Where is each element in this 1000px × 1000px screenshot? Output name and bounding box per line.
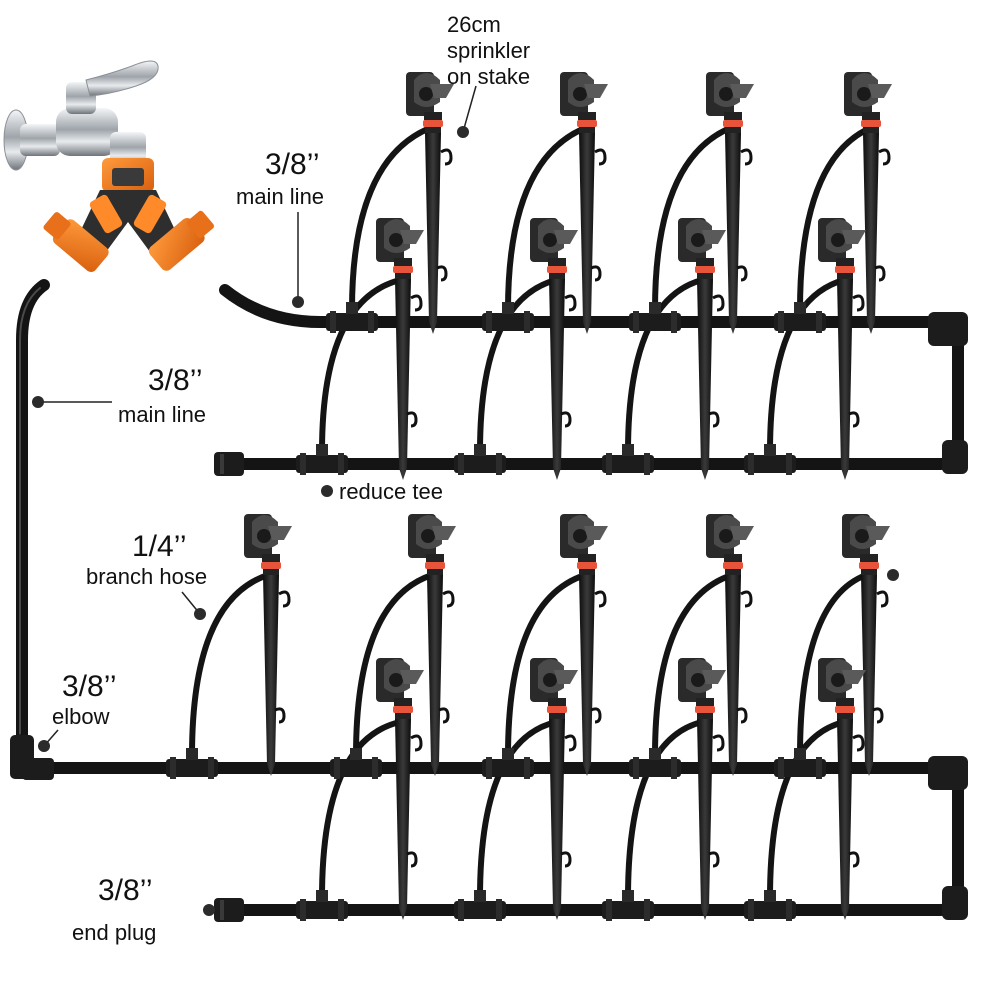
sprinkler-stake-icon	[404, 70, 456, 336]
sprinkler-stake-icon	[558, 70, 610, 336]
main-line-top-size: 3/8’’	[265, 148, 320, 181]
sprinkler-stake-icon	[676, 656, 728, 922]
elbow-fitting-icon	[10, 312, 968, 920]
sprinkler-stake-icon	[528, 656, 580, 922]
sprinkler-stake-icon	[704, 70, 756, 336]
branch-hose-size: 1/4’’	[132, 530, 187, 563]
faucet-icon	[3, 60, 159, 171]
sprinkler-stake-icon	[528, 216, 580, 482]
end-plug-text: end plug	[72, 920, 157, 945]
end-plug-icon	[214, 898, 244, 922]
sprinkler-mount-text: on stake	[447, 64, 531, 89]
main-line-top-text: main line	[236, 184, 325, 209]
tee-fitting-icon	[629, 748, 681, 779]
sprinkler-stake-icon	[676, 216, 728, 482]
tee-fitting-icon	[774, 748, 826, 779]
tee-fitting-icon	[774, 302, 826, 333]
tee-fitting-icon	[454, 890, 506, 921]
end-plug-icon	[214, 452, 244, 476]
sprinkler-stake-icon	[816, 656, 868, 922]
tee-fitting-icon	[744, 444, 796, 475]
tee-fitting-icon	[482, 748, 534, 779]
tee-fitting-icon	[454, 444, 506, 475]
reduce-tee-text: reduce tee	[339, 479, 443, 504]
main-line-left-text: main line	[118, 402, 207, 427]
tee-fitting-icon	[482, 302, 534, 333]
tee-fitting-icon	[330, 748, 382, 779]
tee-fitting-icon	[744, 890, 796, 921]
tee-fitting-icon	[296, 444, 348, 475]
tee-fitting-icon	[296, 890, 348, 921]
annotation-dots	[32, 126, 899, 916]
sprinkler-name-text: sprinkler	[447, 38, 531, 63]
tee-fitting-icon	[326, 302, 378, 333]
end-plug-size: 3/8’’	[98, 874, 153, 907]
elbow-text: elbow	[52, 704, 110, 729]
tee-fitting-icon	[602, 890, 654, 921]
sprinkler-stake-icon	[374, 216, 426, 482]
sprinkler-size-text: 26cm	[447, 12, 501, 37]
sprinkler-stake-icon	[816, 216, 868, 482]
y-splitter-icon	[43, 158, 215, 273]
branch-hose-text: branch hose	[86, 564, 208, 589]
sprinkler-on-stake-label: 26cm sprinkler on stake	[447, 12, 530, 90]
sprinkler-stake-icon	[242, 512, 294, 778]
sprinkler-stake-icon	[374, 656, 426, 922]
main-line-left-size: 3/8’’	[148, 364, 203, 397]
tee-fitting-icon	[629, 302, 681, 333]
tee-fitting-icon	[166, 748, 218, 779]
elbow-size: 3/8’’	[62, 670, 117, 703]
tee-fitting-icon	[602, 444, 654, 475]
